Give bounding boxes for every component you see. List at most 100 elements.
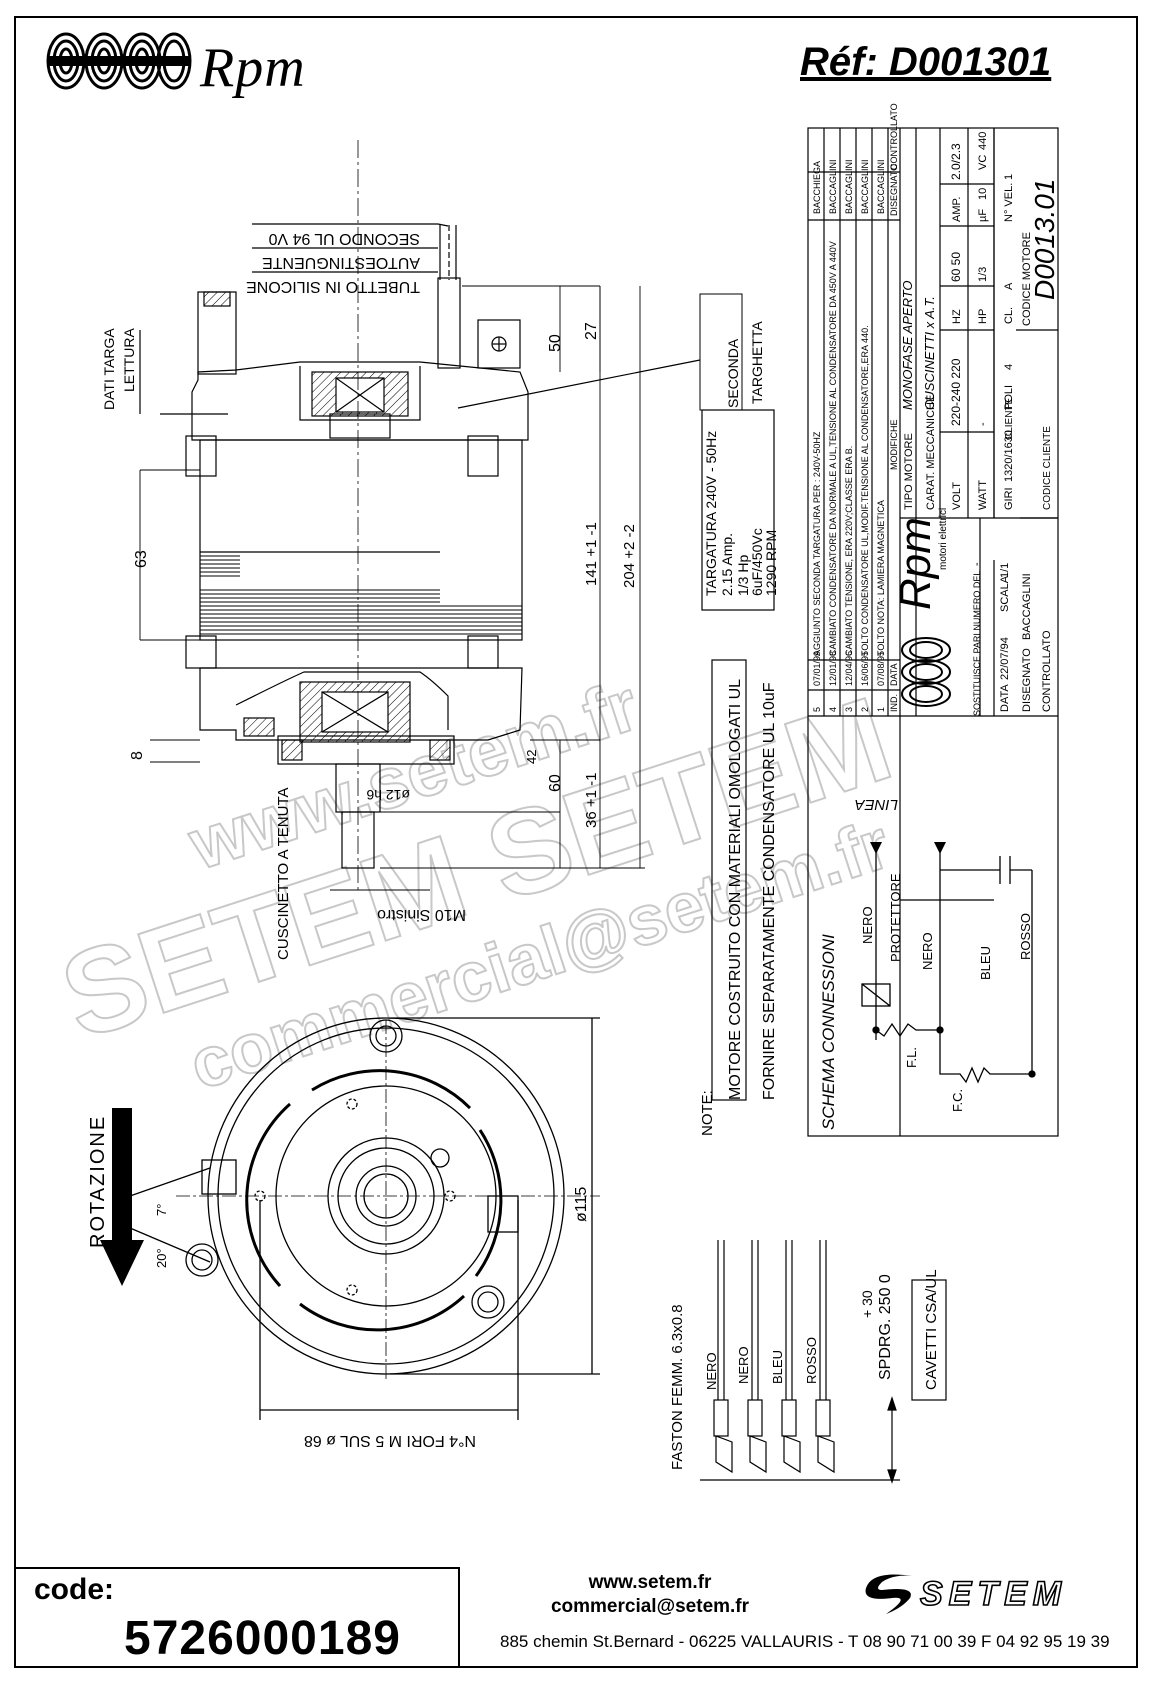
footer-address: 885 chemin St.Bernard - 06225 VALLAURIS … <box>500 1632 1110 1651</box>
uf-value: 10 <box>977 188 989 200</box>
svg-text:12/01/98: 12/01/98 <box>828 651 838 686</box>
svg-text:DATA: DATA <box>889 663 899 686</box>
label-dati-targa: DATI TARGA <box>101 328 117 410</box>
angle-20: 20° <box>154 1248 169 1268</box>
targatura-lines: TARGATURA 240V - 50Hz 2.15 Amp. 1/3 Hp 6… <box>703 431 779 596</box>
schema-fl: F.L. <box>904 1047 919 1068</box>
label-faston: FASTON FEMM. 6.3x0.8 <box>669 1304 686 1470</box>
svg-text:MODIFICHE: MODIFICHE <box>889 420 899 471</box>
label-targhetta: TARGHETTA <box>749 321 765 404</box>
setem-swoosh-icon <box>865 1574 912 1614</box>
svg-text:1/3 Hp: 1/3 Hp <box>735 555 751 596</box>
amp-label: AMP. <box>951 197 963 222</box>
amp-value: 2.0/2.3 <box>949 143 963 180</box>
reference-number: Réf: D001301 <box>800 40 1052 84</box>
svg-text:BACCHIEGA: BACCHIEGA <box>812 161 822 214</box>
svg-text:BACCAGLINI: BACCAGLINI <box>860 159 870 214</box>
setem-logo: SETEM <box>919 1574 1068 1614</box>
line-terminal-2-icon <box>934 842 946 854</box>
label-fori: N°4 FORI M 5 SUL ø 68 <box>304 1432 476 1449</box>
hp-label: HP <box>977 309 989 324</box>
schema-fc: F.C. <box>950 1089 965 1112</box>
angle-7: 7° <box>154 1204 169 1216</box>
svg-text:12/04/96: 12/04/96 <box>844 651 854 686</box>
dim-141: 141 +1 -1 <box>583 522 600 586</box>
svg-text:1: 1 <box>876 707 886 712</box>
hz-value: 60 50 <box>949 252 963 282</box>
line-terminal-1-icon <box>870 842 882 854</box>
hz-label: HZ <box>951 309 963 324</box>
svg-text:2.15 Amp.: 2.15 Amp. <box>719 533 735 596</box>
dim-8: 8 <box>129 751 146 760</box>
poli-value: 4 <box>1003 364 1015 370</box>
revision-table: 5 07/01/99 AGGIUNTO SECONDA TARGATURA PE… <box>812 103 899 712</box>
controllato-label: CONTROLLATO <box>1041 630 1053 712</box>
dim-63: 63 <box>133 550 150 568</box>
codice-motore-label: CODICE MOTORE <box>1021 232 1033 326</box>
nvel-value: 1 <box>1003 174 1015 180</box>
uf-label: µF <box>977 209 989 222</box>
scala-value: 1/1 <box>999 563 1011 578</box>
label-cavetti: CAVETTI CSA/UL <box>923 1269 940 1390</box>
disegnato-value: BACCAGLINI <box>1021 573 1033 640</box>
giri-label: GIRI <box>1003 487 1015 510</box>
wire-bleu: BLEU <box>770 1350 785 1384</box>
svg-text:07/01/99: 07/01/99 <box>812 651 822 686</box>
svg-text:BACCAGLINI: BACCAGLINI <box>828 159 838 214</box>
title-block <box>807 127 1059 1137</box>
svg-text:6uF/450Vc: 6uF/450Vc <box>749 528 765 596</box>
rpm-logo-icon <box>46 32 192 90</box>
wire-nero-2: NERO <box>736 1346 751 1384</box>
cable-label-3: TUBETTO IN SILICONE <box>246 278 420 295</box>
dim-27: 27 <box>583 322 600 340</box>
wiring-schema <box>861 846 1036 1084</box>
schema-nero-2: NERO <box>920 932 935 970</box>
title-logo-icon <box>901 637 951 707</box>
footer-email-link[interactable]: commercial@setem.fr <box>550 1596 750 1617</box>
data-value: 22/07/94 <box>999 637 1011 680</box>
carat-value: CUSCINETTI x A.T. <box>922 296 937 410</box>
brand-name: Rpm <box>200 37 306 99</box>
targatura-box <box>701 409 775 611</box>
wire-harness <box>700 1240 900 1484</box>
svg-text:TARGATURA 240V - 50Hz: TARGATURA 240V - 50Hz <box>703 431 719 596</box>
svg-text:CONTROLLATO: CONTROLLATO <box>889 103 899 170</box>
product-code: 5726000189 <box>124 1612 401 1665</box>
svg-text:BACCAGLINI: BACCAGLINI <box>876 159 886 214</box>
note-line-1: MOTORE COSTRUITO CON MATERIALI OMOLOGATI… <box>727 679 744 1100</box>
note-line-2: FORNIRE SEPARATAMENTE CONDENSATORE UL 10… <box>761 682 778 1100</box>
codice-cliente-label: CODICE CLIENTE <box>1042 426 1053 510</box>
code-box: code: 5726000189 <box>14 1567 460 1668</box>
svg-text:2: 2 <box>860 707 870 712</box>
label-spdrg: SPDRG. 250 0 <box>877 1274 894 1380</box>
nvel-label: N° VEL. <box>1003 183 1015 222</box>
data-label: DATA <box>999 684 1011 712</box>
label-schema: SCHEMA CONNESSIONI <box>819 934 838 1130</box>
label-rotazione: ROTAZIONE <box>87 1115 109 1248</box>
wire-nero: NERO <box>704 1352 719 1390</box>
svg-text:BACCAGLINI: BACCAGLINI <box>844 159 854 214</box>
title-logo-sub: motori elettrici <box>938 508 949 570</box>
schema-rosso: ROSSO <box>1018 913 1033 960</box>
watt-value: - <box>977 422 989 426</box>
volt-value: 220-240 220 <box>949 358 963 426</box>
dim-42: 42 <box>524 750 539 764</box>
title-logo: Rpm <box>891 517 940 610</box>
svg-text:AGGIUNTO SECONDA TARGATURA PER: AGGIUNTO SECONDA TARGATURA PER : 240V-50… <box>812 431 822 656</box>
dim-36: 36 +1 -1 <box>583 773 600 828</box>
label-lettura: LETTURA <box>121 328 137 392</box>
label-seconda: SECONDA <box>725 338 741 408</box>
label-cuscinetto: CUSCINETTO A TENUTA <box>275 787 292 960</box>
wire-rosso: ROSSO <box>804 1337 819 1384</box>
volt-label: VOLT <box>951 482 963 510</box>
disegnato-label: DISEGNATO <box>1021 648 1033 712</box>
dim-50: 50 <box>547 334 564 352</box>
schema-nero: NERO <box>860 906 875 944</box>
footer-website-link[interactable]: www.setem.fr <box>588 1572 712 1593</box>
watt-label: WATT <box>977 480 989 510</box>
dim-60: 60 <box>547 774 564 792</box>
schema-protettore: PROTETTORE <box>888 873 903 962</box>
rotation-arrow-icon <box>100 1108 144 1286</box>
vc-label: VC <box>977 155 989 170</box>
